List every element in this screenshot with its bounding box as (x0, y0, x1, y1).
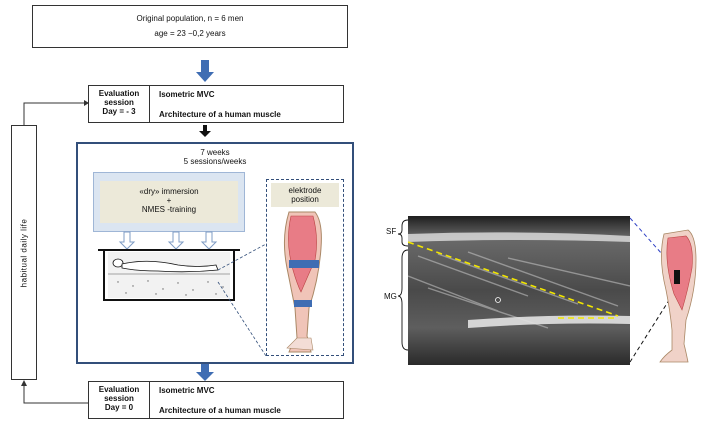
loop-line (23, 102, 88, 125)
electrode-position-label: elektrode position (271, 183, 339, 207)
test-architecture: Architecture of a human muscle (159, 110, 281, 119)
habitual-daily-life-box: habitual daily life (11, 125, 37, 380)
bath-tub-icon (98, 249, 240, 301)
electrode-position-panel: elektrode position (266, 179, 344, 356)
ultrasound-image (408, 216, 630, 365)
test-architecture: Architecture of a human muscle (159, 406, 281, 415)
mg-label: MG (384, 292, 397, 301)
evaluation-session-post: Evaluation session Day = 0 Isometric MVC… (88, 381, 344, 419)
arrow-head-icon (21, 380, 27, 386)
down-arrow-icon (118, 231, 218, 250)
immersion-label: «dry» immersion + NMES -training (100, 181, 238, 223)
immersion-box: «dry» immersion + NMES -training (93, 172, 245, 232)
daily-life-label: habitual daily life (19, 218, 29, 287)
immersion-tub-illustration (98, 231, 267, 357)
probe-icon (674, 270, 680, 284)
calf-probe-illustration (630, 217, 697, 363)
leg-muscle-icon (283, 211, 322, 353)
ultrasound-scan (408, 216, 630, 365)
training-protocol-frame: 7 weeks 5 sessions/weeks «dry» immersion… (76, 142, 354, 364)
session-label: Evaluation session Day = - 3 (89, 86, 150, 122)
age-line: age = 23 −0,2 years (154, 29, 226, 38)
evaluation-session-pre: Evaluation session Day = - 3 Isometric M… (88, 85, 344, 123)
test-mvc: Isometric MVC (159, 386, 215, 395)
session-label: Evaluation session Day = 0 (89, 382, 150, 418)
population-box: Original population, n = 6 men age = 23 … (32, 5, 348, 48)
brace-icon (397, 219, 409, 351)
population-line: Original population, n = 6 men (136, 14, 244, 23)
arrow-head-icon (84, 100, 89, 106)
down-arrow-icon (199, 125, 211, 137)
down-arrow-icon (196, 364, 214, 381)
down-arrow-icon (196, 60, 214, 82)
training-duration: 7 weeks 5 sessions/weeks (183, 148, 247, 166)
loop-line (23, 381, 88, 404)
test-mvc: Isometric MVC (159, 90, 215, 99)
sf-label: SF (386, 227, 397, 236)
